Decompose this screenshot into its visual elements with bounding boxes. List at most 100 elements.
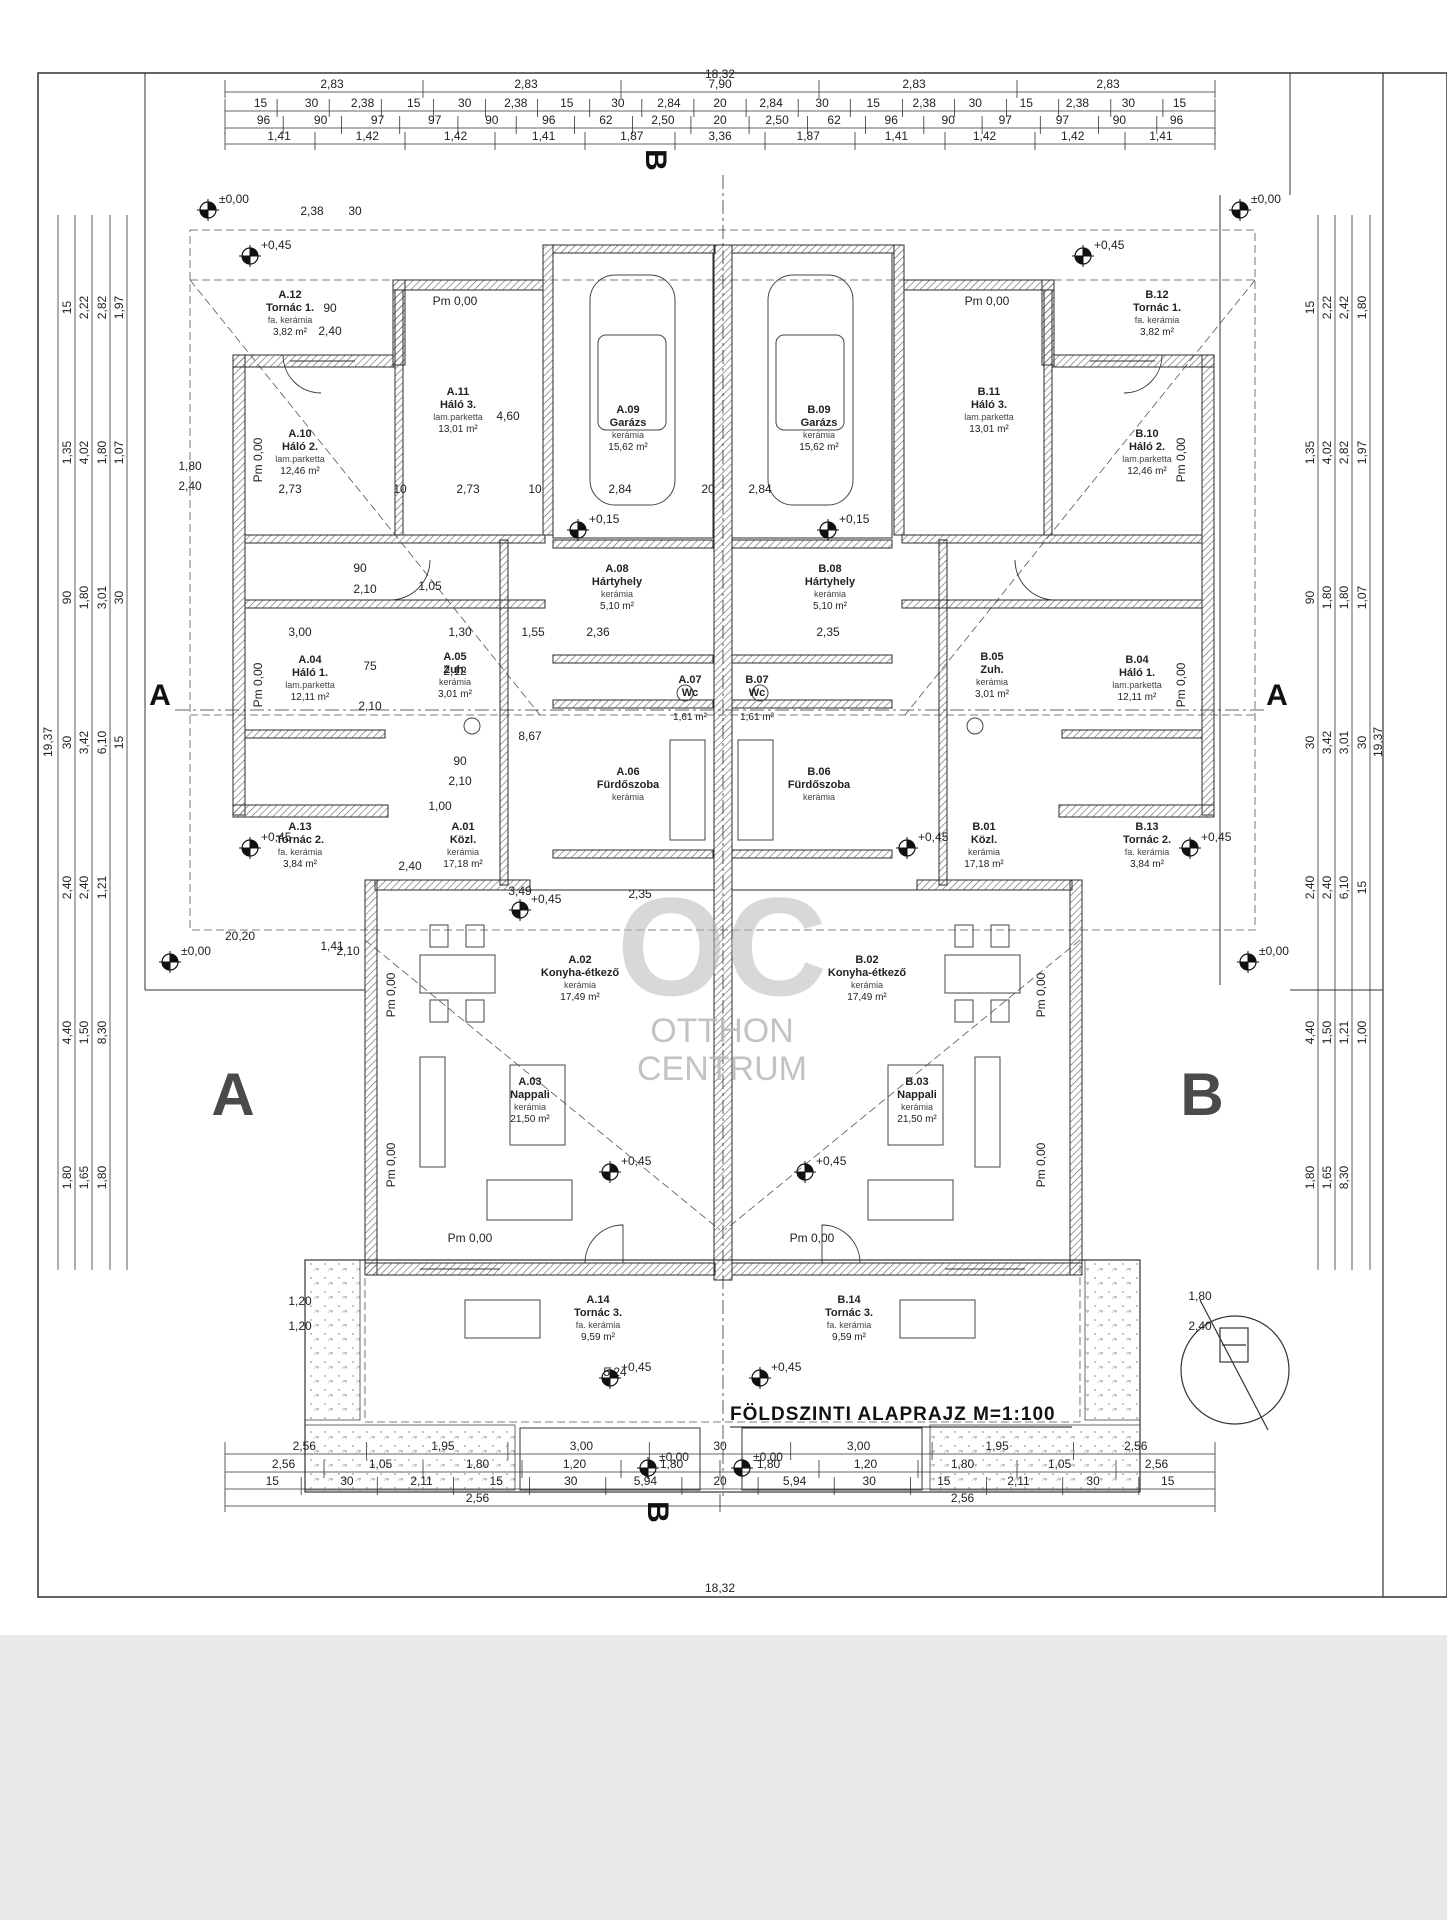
dim-label-inner: 1,41	[320, 939, 344, 953]
room-id: B.07	[745, 674, 768, 686]
level-markers: +0,45+0,45+0,15+0,15+0,45+0,45+0,45+0,45…	[159, 192, 1289, 1479]
room-area: 13,01 m²	[969, 424, 1009, 435]
dim-label: 30	[611, 96, 625, 110]
room-material: kerámia	[612, 430, 644, 440]
room-material: kerámia	[814, 589, 846, 599]
room-area: 12,11 m²	[291, 692, 330, 703]
dim-label-vertical: 8,30	[1337, 1165, 1351, 1189]
dim-label-inner: 90	[453, 754, 467, 768]
room-name: Háló 2.	[282, 441, 318, 453]
dim-label-vertical: 1,80	[77, 585, 91, 609]
dim-label: 97	[428, 113, 442, 127]
dim-label-vertical: 2,42	[1337, 295, 1351, 319]
room-name: Zuh.	[980, 664, 1003, 676]
room-area: 1,61 m²	[740, 712, 775, 723]
dim-label-vertical: 4,40	[1303, 1020, 1317, 1044]
dim-label: 1,20	[563, 1457, 587, 1471]
dim-label: 1,87	[797, 129, 821, 143]
room-id: B.11	[978, 386, 1001, 398]
room-name: Tornác 2.	[1123, 834, 1171, 846]
dim-label: 2,83	[1096, 77, 1120, 91]
dim-label-vertical: 3,42	[77, 730, 91, 754]
room-name: Tornác 1.	[1133, 302, 1181, 314]
dim-label: 2,83	[514, 77, 538, 91]
dim-label: 30	[863, 1474, 877, 1488]
dim-label: 1,42	[356, 129, 380, 143]
dim-label-vertical: 1,21	[1337, 1020, 1351, 1044]
dim-label-vertical: 15	[1303, 301, 1317, 315]
dim-label: 2,56	[1145, 1457, 1169, 1471]
dim-label-vertical: 6,10	[1337, 875, 1351, 899]
room-material: kerámia	[976, 677, 1008, 687]
room-material: fa. kerámia	[278, 847, 323, 857]
room-area: 3,01 m²	[975, 689, 1010, 700]
dim-label-vertical: 30	[60, 736, 74, 750]
floor-level-label: Pm 0,00	[384, 1142, 398, 1187]
room-name: Wc	[682, 687, 699, 699]
floor-level-label: Pm 0,00	[965, 294, 1010, 308]
room-area: 9,59 m²	[832, 1332, 867, 1343]
room-material: kerámia	[601, 589, 633, 599]
level-label: +0,45	[918, 830, 949, 844]
dim-label: 2,50	[765, 113, 789, 127]
level-label: +0,15	[839, 512, 870, 526]
dim-label-vertical: 4,02	[1320, 440, 1334, 464]
dim-label-vertical: 1,80	[1355, 295, 1369, 319]
room-id: A.10	[288, 428, 311, 440]
floor-level-label: Pm 0,00	[251, 437, 265, 482]
dim-label: 2,38	[351, 96, 375, 110]
room-area: 12,46 m²	[280, 466, 320, 477]
room-id: B.14	[837, 1294, 861, 1306]
dim-label: 1,42	[973, 129, 997, 143]
dim-label-vertical: 2,82	[1337, 440, 1351, 464]
dim-label: 15	[1020, 96, 1034, 110]
garage-cars	[589, 274, 854, 506]
dim-label-vertical: 2,22	[1320, 295, 1334, 319]
dim-label-vertical: 8,30	[95, 1020, 109, 1044]
dim-label: 30	[458, 96, 472, 110]
dim-label: 30	[1086, 1474, 1100, 1488]
room-material: fa. kerámia	[1125, 847, 1170, 857]
room-material: kerámia	[447, 847, 479, 857]
room-name: Háló 3.	[971, 399, 1007, 411]
room-id: A.07	[678, 674, 701, 686]
watermark-line-2: CENTRUM	[637, 1050, 807, 1088]
room-name: Közl.	[971, 834, 997, 846]
dim-label: 1,05	[1048, 1457, 1072, 1471]
level-label: +0,15	[589, 512, 620, 526]
room-name: Tornác 2.	[276, 834, 324, 846]
room-material: kerámia	[564, 980, 596, 990]
level-label: ±0,00	[181, 944, 211, 958]
dim-label: 2,56	[951, 1491, 975, 1505]
dim-label: 2,50	[651, 113, 675, 127]
dim-label: 20	[713, 113, 727, 127]
level-label: ±0,00	[1259, 944, 1289, 958]
room-area: 15,62 m²	[608, 442, 648, 453]
level-label: +0,45	[771, 1360, 802, 1374]
room-id: A.01	[451, 821, 474, 833]
dim-label-vertical: 1,07	[112, 440, 126, 464]
room-id: B.03	[905, 1076, 928, 1088]
dim-label: 15	[1161, 1474, 1175, 1488]
dim-label-vertical: 1,80	[1320, 585, 1334, 609]
dim-label-vertical: 1,80	[1303, 1165, 1317, 1189]
dim-label: 1,41	[885, 129, 909, 143]
section-mark-b-top: B	[639, 149, 672, 171]
dim-label: 15	[254, 96, 268, 110]
dim-label-inner: 2,40	[1188, 1319, 1212, 1333]
room-id: A.11	[447, 386, 470, 398]
floor-level-label: Pm 0,00	[1034, 972, 1048, 1017]
dim-label-vertical: 4,02	[77, 440, 91, 464]
dim-label-inner: 1,80	[178, 459, 202, 473]
room-material: kerámia	[514, 1102, 546, 1112]
dim-label-vertical: 1,07	[1355, 585, 1369, 609]
room-area: 13,01 m²	[438, 424, 478, 435]
floor-level-label: Pm 0,00	[1174, 662, 1188, 707]
room-material: lam.parketta	[285, 680, 335, 690]
dim-label: 30	[969, 96, 983, 110]
room-area: 12,46 m²	[1127, 466, 1167, 477]
dim-label-vertical: 90	[60, 591, 74, 605]
dim-label: 20	[713, 96, 727, 110]
